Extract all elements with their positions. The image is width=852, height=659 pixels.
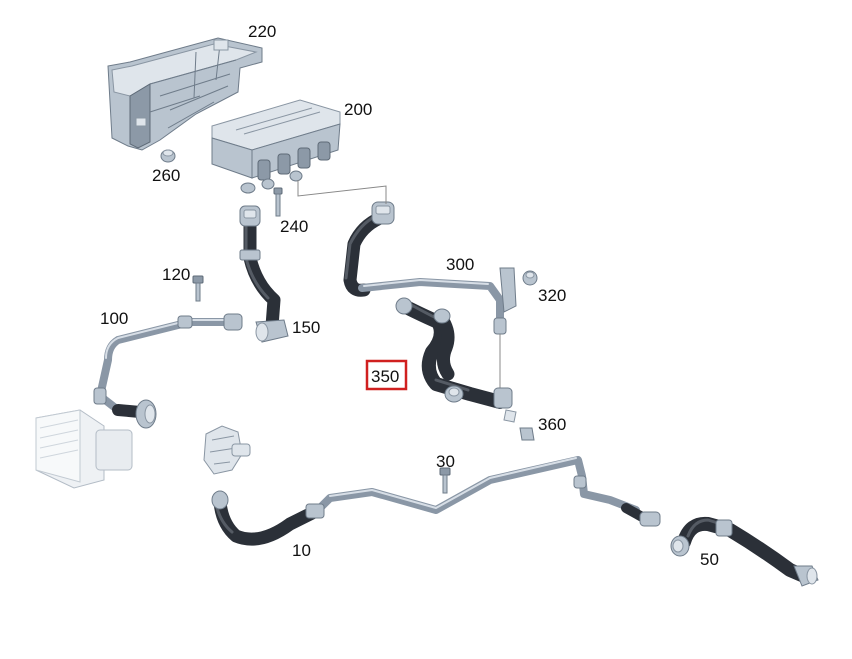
part-30-bolt[interactable] bbox=[439, 467, 451, 494]
label-300: 300 bbox=[446, 255, 474, 274]
label-100: 100 bbox=[100, 309, 128, 328]
label-260: 260 bbox=[152, 166, 180, 185]
label-200: 200 bbox=[344, 100, 372, 119]
label-360: 360 bbox=[538, 415, 566, 434]
part-200-module[interactable] bbox=[211, 99, 341, 194]
part-120-bolt[interactable] bbox=[192, 275, 204, 302]
label-120: 120 bbox=[162, 265, 190, 284]
valve-unit bbox=[203, 425, 251, 475]
reservoir-unit bbox=[35, 409, 133, 489]
leader-line bbox=[297, 180, 387, 204]
part-10-hose-pipe[interactable] bbox=[211, 456, 661, 546]
label-150: 150 bbox=[292, 318, 320, 337]
label-50: 50 bbox=[700, 550, 719, 569]
part-350-hose-assembly[interactable] bbox=[395, 297, 513, 409]
part-360-clip[interactable] bbox=[503, 409, 535, 441]
part-150-hose[interactable] bbox=[239, 205, 289, 343]
label-240: 240 bbox=[280, 217, 308, 236]
label-220: 220 bbox=[248, 22, 276, 41]
part-50-hose[interactable] bbox=[670, 516, 819, 587]
part-300-hose-pipe[interactable] bbox=[343, 201, 517, 335]
part-100-pipe[interactable] bbox=[93, 313, 243, 429]
label-320: 320 bbox=[538, 286, 566, 305]
part-220-bracket[interactable] bbox=[107, 37, 263, 151]
label-350[interactable]: 350 bbox=[371, 367, 399, 386]
part-320-nut[interactable] bbox=[522, 270, 538, 286]
part-260-nut[interactable] bbox=[160, 149, 176, 163]
highlight-box-350 bbox=[365, 359, 408, 391]
label-10: 10 bbox=[292, 541, 311, 560]
part-240-bolt[interactable] bbox=[273, 187, 283, 217]
label-30: 30 bbox=[436, 452, 455, 471]
